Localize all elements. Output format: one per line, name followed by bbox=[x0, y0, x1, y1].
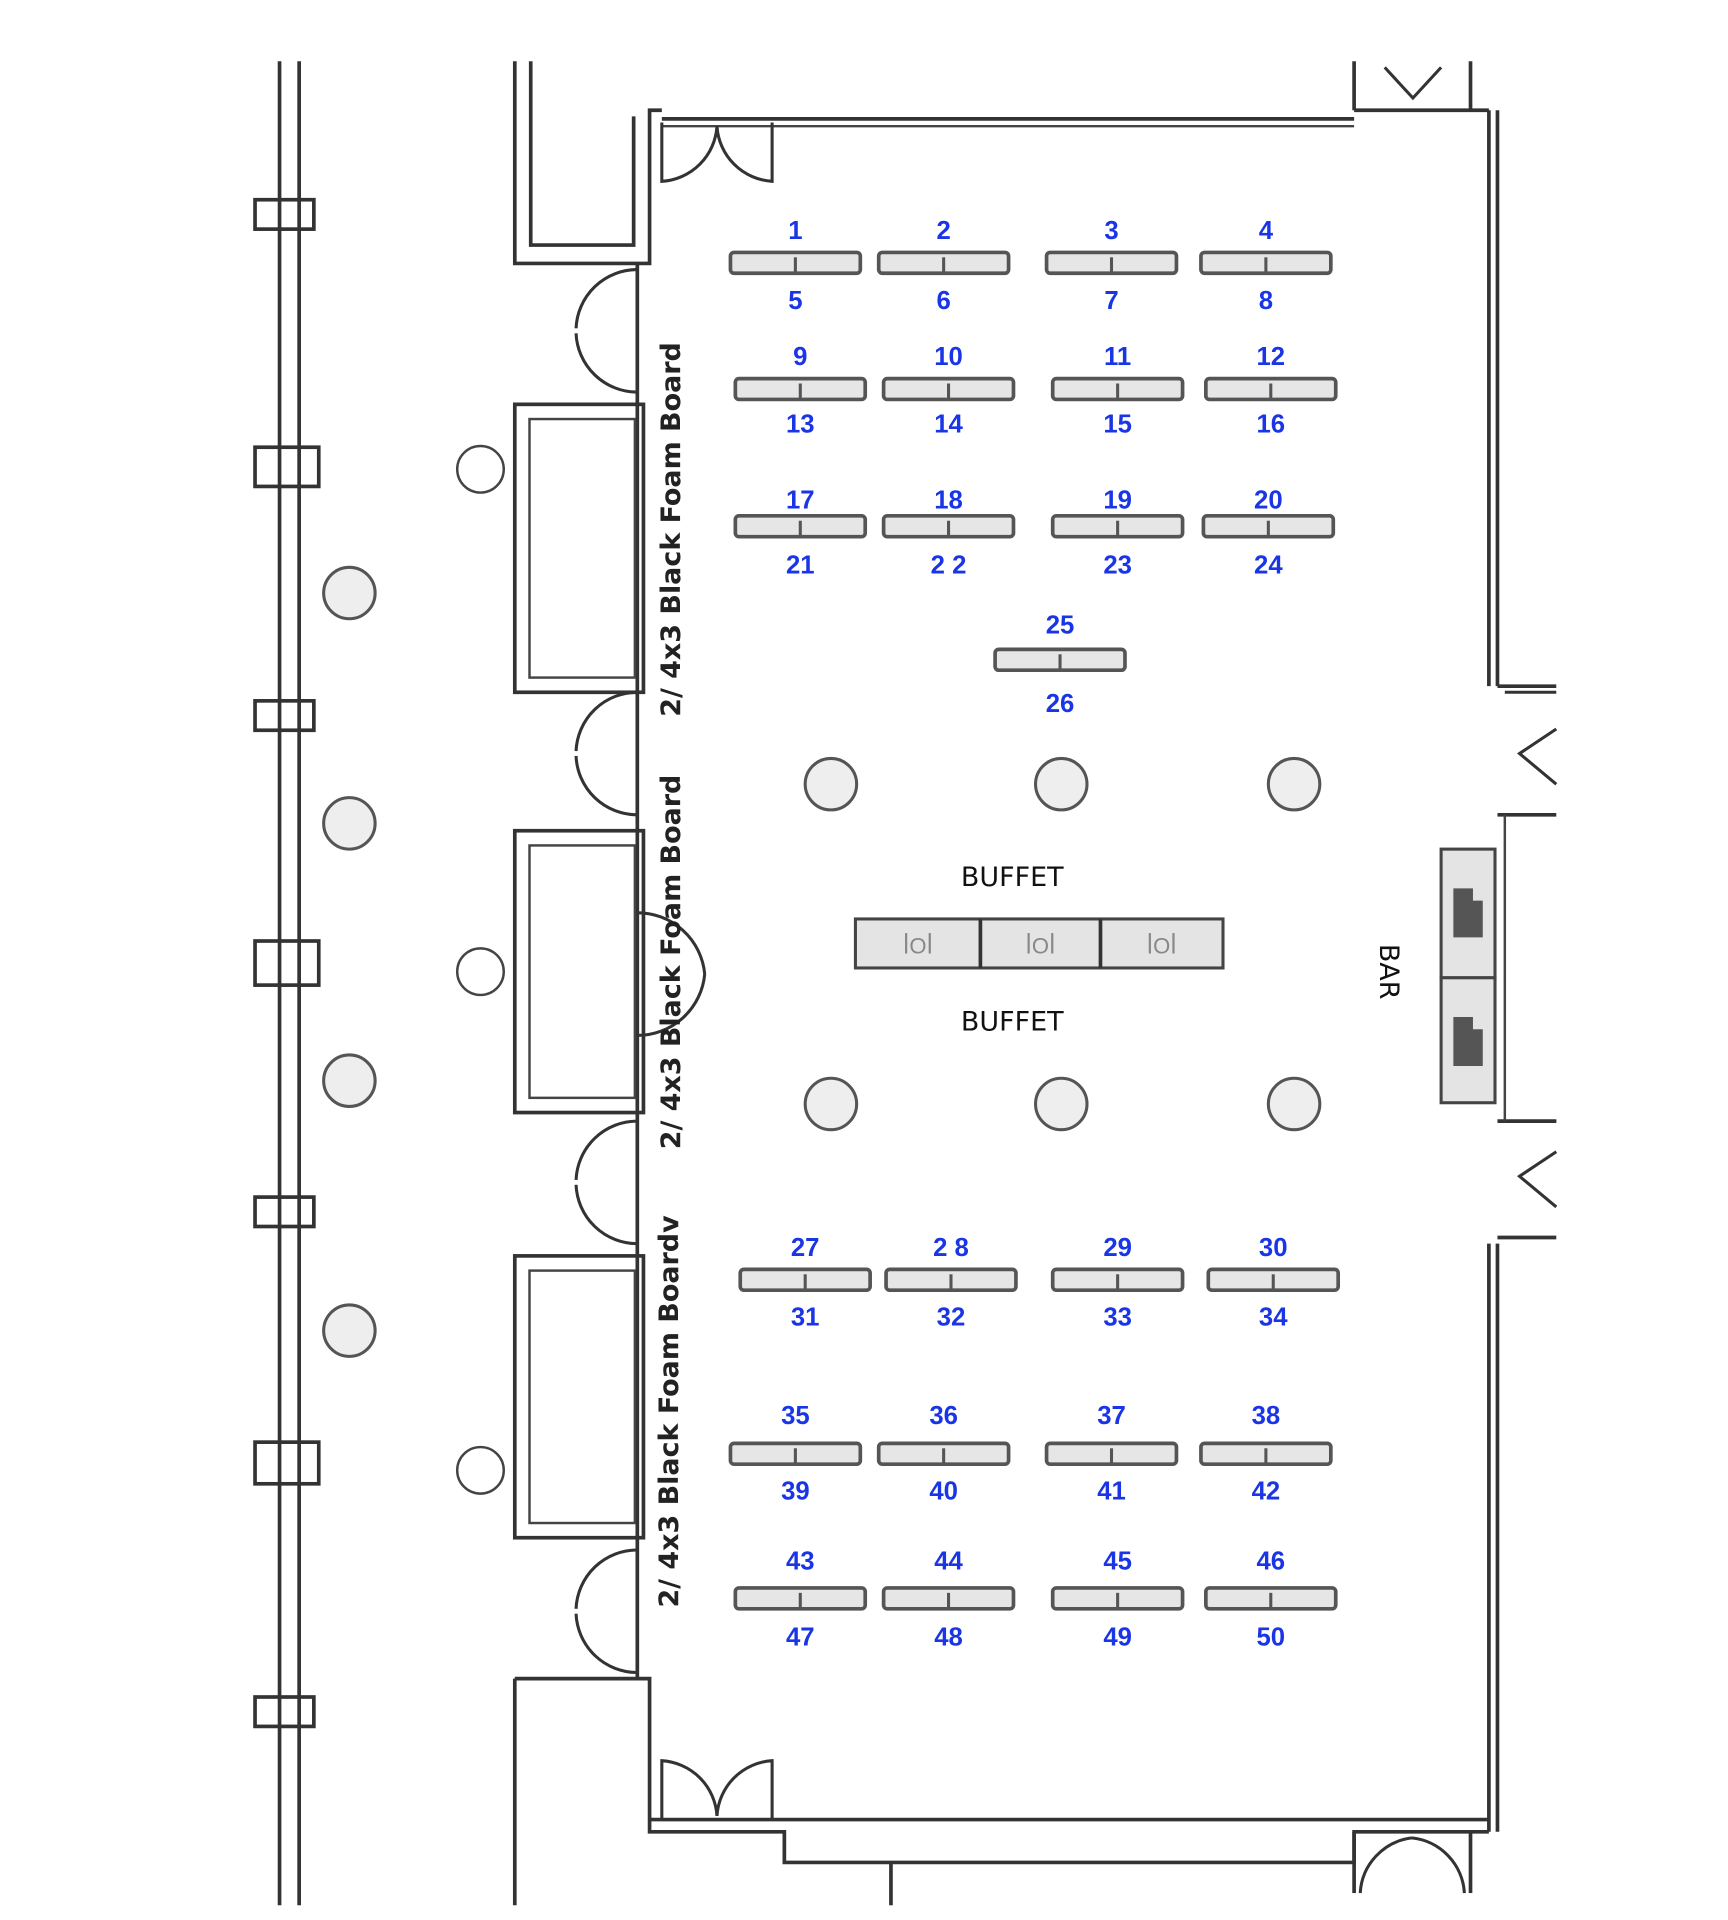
table: 38 42 bbox=[1199, 1402, 1333, 1506]
table-number-bottom: 47 bbox=[786, 1624, 815, 1652]
table-number-bottom: 39 bbox=[781, 1478, 810, 1506]
table-number-top: 38 bbox=[1252, 1402, 1281, 1430]
table-number-top: 35 bbox=[781, 1402, 810, 1430]
table: 15 bbox=[728, 217, 863, 315]
table-number-top: 19 bbox=[1103, 486, 1132, 514]
table-number-top: 3 bbox=[1104, 217, 1118, 245]
corridor-lights bbox=[322, 565, 377, 1358]
table: 26 bbox=[876, 217, 1011, 315]
foam-board-structures bbox=[512, 402, 646, 1540]
table-number-bottom: 40 bbox=[929, 1478, 958, 1506]
table: 2 8 32 bbox=[884, 1234, 1018, 1332]
foam-board-label-1: 2/ 4x3 Black Foam Board bbox=[656, 342, 687, 717]
table: 29 33 bbox=[1050, 1234, 1185, 1332]
table: 37 bbox=[1044, 217, 1179, 315]
table-number-bottom: 13 bbox=[786, 411, 815, 439]
svg-text:ꟾOꟾ: ꟾOꟾ bbox=[1025, 932, 1055, 958]
table-number-top: 4 bbox=[1259, 217, 1274, 245]
table: 12 16 bbox=[1204, 343, 1338, 439]
table-number-top: 36 bbox=[929, 1402, 958, 1430]
table: 43 47 bbox=[733, 1548, 868, 1652]
table-number-bottom: 21 bbox=[786, 551, 815, 579]
table: 37 41 bbox=[1044, 1402, 1179, 1506]
table-number-top: 44 bbox=[934, 1548, 963, 1576]
room-walls bbox=[512, 110, 1557, 1906]
ceiling-lights bbox=[803, 756, 1322, 1132]
table-number-bottom: 16 bbox=[1256, 411, 1285, 439]
table-number-bottom: 8 bbox=[1259, 287, 1273, 315]
table-number-top: 17 bbox=[786, 486, 815, 514]
table-number-top: 30 bbox=[1259, 1234, 1288, 1262]
foam-board-label-2: 2/ 4x3 Black Foam Board bbox=[656, 775, 687, 1150]
svg-text:ꟾOꟾ: ꟾOꟾ bbox=[1147, 932, 1177, 958]
table: 18 2 2 bbox=[881, 486, 1016, 579]
columns bbox=[455, 444, 505, 1495]
table-number-bottom: 6 bbox=[936, 287, 950, 315]
buffet-label-top: BUFFET bbox=[961, 862, 1064, 893]
table: 45 49 bbox=[1050, 1548, 1185, 1652]
table-number-bottom: 49 bbox=[1103, 1624, 1132, 1652]
table-number-top: 2 bbox=[936, 217, 950, 245]
bar-label: BAR bbox=[1373, 944, 1404, 1000]
table: 36 40 bbox=[876, 1402, 1011, 1506]
table-number-bottom: 14 bbox=[934, 411, 963, 439]
table-number-top: 20 bbox=[1254, 486, 1283, 514]
table-number-top: 9 bbox=[793, 343, 807, 371]
table-number-bottom: 31 bbox=[791, 1304, 820, 1332]
table-number-bottom: 41 bbox=[1097, 1478, 1126, 1506]
table-number-bottom: 26 bbox=[1046, 690, 1075, 718]
table-number-top: 2 8 bbox=[933, 1234, 969, 1262]
table: 35 39 bbox=[728, 1402, 863, 1506]
table-number-bottom: 23 bbox=[1103, 551, 1132, 579]
buffet-label-bottom: BUFFET bbox=[961, 1006, 1064, 1037]
table-number-top: 11 bbox=[1104, 343, 1131, 371]
table-number-bottom: 33 bbox=[1103, 1304, 1132, 1332]
table-number-top: 46 bbox=[1256, 1548, 1285, 1576]
table-number-top: 1 bbox=[788, 217, 802, 245]
table: 27 31 bbox=[738, 1234, 872, 1332]
doors bbox=[574, 122, 1558, 1894]
table-number-top: 29 bbox=[1103, 1234, 1132, 1262]
table-number-bottom: 34 bbox=[1259, 1304, 1288, 1332]
table-number-bottom: 2 2 bbox=[931, 551, 967, 579]
svg-text:ꟾOꟾ: ꟾOꟾ bbox=[903, 932, 933, 958]
exterior-wall bbox=[253, 61, 321, 1906]
table: 48 bbox=[1199, 217, 1333, 315]
table-number-bottom: 7 bbox=[1104, 287, 1118, 315]
table: 46 50 bbox=[1204, 1548, 1338, 1652]
table-number-bottom: 42 bbox=[1252, 1478, 1281, 1506]
table-number-bottom: 48 bbox=[934, 1624, 963, 1652]
table-number-top: 25 bbox=[1046, 611, 1075, 639]
table-number-top: 10 bbox=[934, 343, 963, 371]
table-number-bottom: 15 bbox=[1103, 411, 1132, 439]
table: 25 26 bbox=[993, 611, 1127, 718]
top-left-structure bbox=[512, 61, 1489, 266]
table-number-top: 43 bbox=[786, 1548, 815, 1576]
table-number-top: 18 bbox=[934, 486, 963, 514]
table-number-bottom: 5 bbox=[788, 287, 802, 315]
foam-board-label-3: 2/ 4x3 Black Foam Boardv bbox=[654, 1215, 685, 1608]
table: 30 34 bbox=[1206, 1234, 1341, 1332]
table-number-top: 45 bbox=[1103, 1548, 1132, 1576]
buffet-table: ꟾOꟾ ꟾOꟾ ꟾOꟾ bbox=[853, 917, 1225, 970]
bar-counter bbox=[1439, 847, 1497, 1105]
table-number-bottom: 32 bbox=[937, 1304, 966, 1332]
table-number-top: 12 bbox=[1256, 343, 1285, 371]
table-number-top: 27 bbox=[791, 1234, 820, 1262]
table: 11 15 bbox=[1050, 343, 1185, 439]
table: 44 48 bbox=[881, 1548, 1016, 1652]
table-number-bottom: 50 bbox=[1256, 1624, 1285, 1652]
table: 10 14 bbox=[881, 343, 1016, 439]
table-number-bottom: 24 bbox=[1254, 551, 1283, 579]
table-number-top: 37 bbox=[1097, 1402, 1126, 1430]
table: 9 13 bbox=[733, 343, 868, 439]
